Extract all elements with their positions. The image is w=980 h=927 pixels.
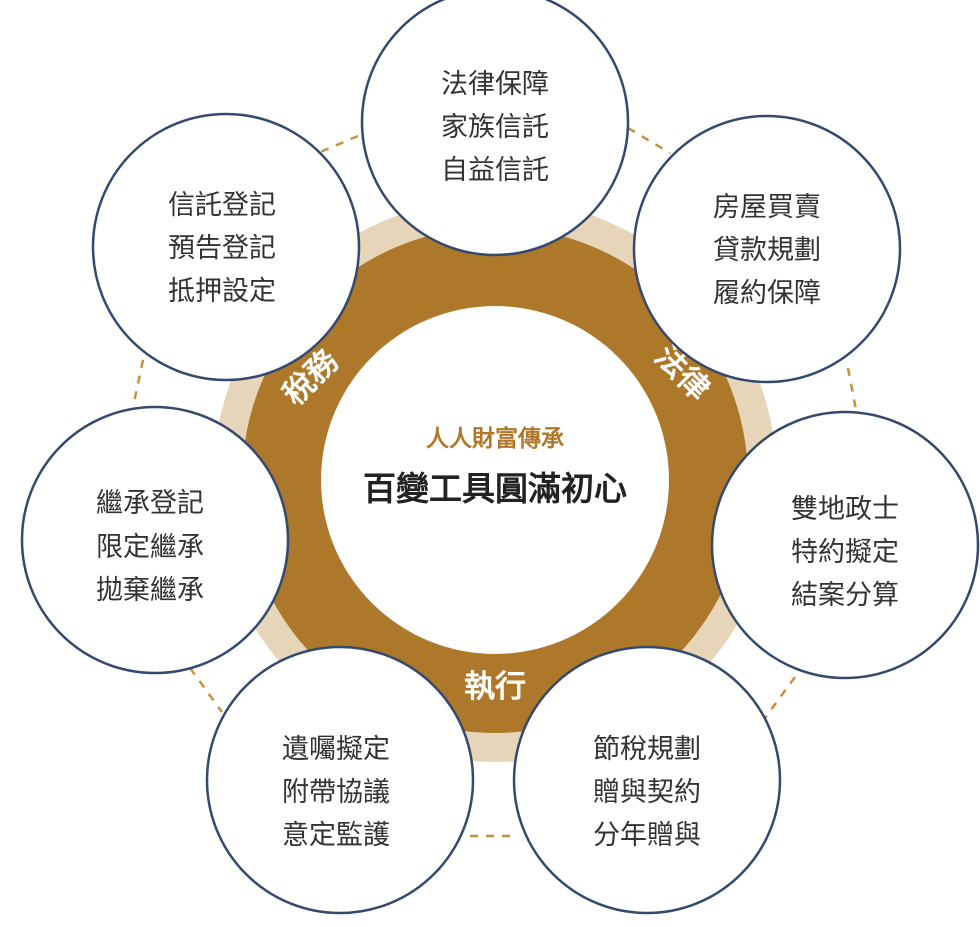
node-line: 房屋買賣 bbox=[713, 192, 821, 223]
ring-label-exec: 執行 bbox=[464, 669, 526, 705]
node-circle bbox=[205, 645, 475, 915]
node-inheritance: 繼承登記 限定繼承 拋棄繼承 bbox=[20, 405, 290, 675]
node-line: 貸款規劃 bbox=[713, 235, 821, 266]
connector-4 bbox=[763, 676, 797, 719]
connector-7 bbox=[131, 359, 145, 408]
node-will: 遺囑擬定 附帶協議 意定監護 bbox=[205, 645, 475, 915]
node-line: 法律保障 bbox=[441, 69, 549, 100]
node-line: 履約保障 bbox=[713, 278, 821, 309]
node-line: 家族信託 bbox=[441, 112, 549, 143]
node-circle bbox=[91, 112, 361, 382]
connector-1 bbox=[317, 134, 359, 155]
node-line: 雙地政士 bbox=[791, 494, 899, 525]
node-line: 意定監護 bbox=[282, 820, 390, 851]
node-line: 結案分算 bbox=[791, 580, 899, 611]
node-line: 附帶協議 bbox=[282, 777, 390, 808]
inner-white-disc bbox=[321, 306, 669, 654]
node-line: 節稅規劃 bbox=[593, 734, 701, 765]
dashed-connectors bbox=[131, 126, 859, 838]
node-circle bbox=[512, 645, 782, 915]
node-circle bbox=[632, 114, 902, 384]
node-circle bbox=[360, 0, 630, 257]
node-line: 繼承登記 bbox=[96, 488, 204, 519]
connector-2 bbox=[627, 126, 671, 155]
connector-3 bbox=[846, 367, 859, 416]
node-legal-trust: 法律保障 家族信託 自益信託 bbox=[360, 0, 630, 257]
connector-6 bbox=[188, 667, 224, 713]
center-title: 百變工具圓滿初心 bbox=[363, 469, 627, 508]
node-line: 遺囑擬定 bbox=[282, 734, 390, 765]
node-line: 自益信託 bbox=[441, 155, 549, 186]
node-line: 限定繼承 bbox=[96, 532, 204, 563]
node-line: 信託登記 bbox=[168, 190, 276, 221]
node-real-estate: 房屋買賣 貸款規劃 履約保障 bbox=[632, 114, 902, 384]
node-line: 拋棄繼承 bbox=[96, 575, 204, 606]
node-line: 預告登記 bbox=[168, 233, 276, 264]
node-line: 抵押設定 bbox=[168, 276, 276, 307]
node-land-agent: 雙地政士 特約擬定 結案分算 bbox=[710, 410, 980, 680]
node-line: 分年贈與 bbox=[593, 820, 701, 851]
node-registration: 信託登記 預告登記 抵押設定 bbox=[91, 112, 361, 382]
node-circle bbox=[710, 410, 980, 680]
node-circle bbox=[20, 405, 290, 675]
node-line: 特約擬定 bbox=[791, 537, 899, 568]
node-tax-planning: 節稅規劃 贈與契約 分年贈與 bbox=[512, 645, 782, 915]
node-line: 贈與契約 bbox=[593, 777, 701, 808]
center-subtitle: 人人財富傳承 bbox=[426, 425, 564, 452]
